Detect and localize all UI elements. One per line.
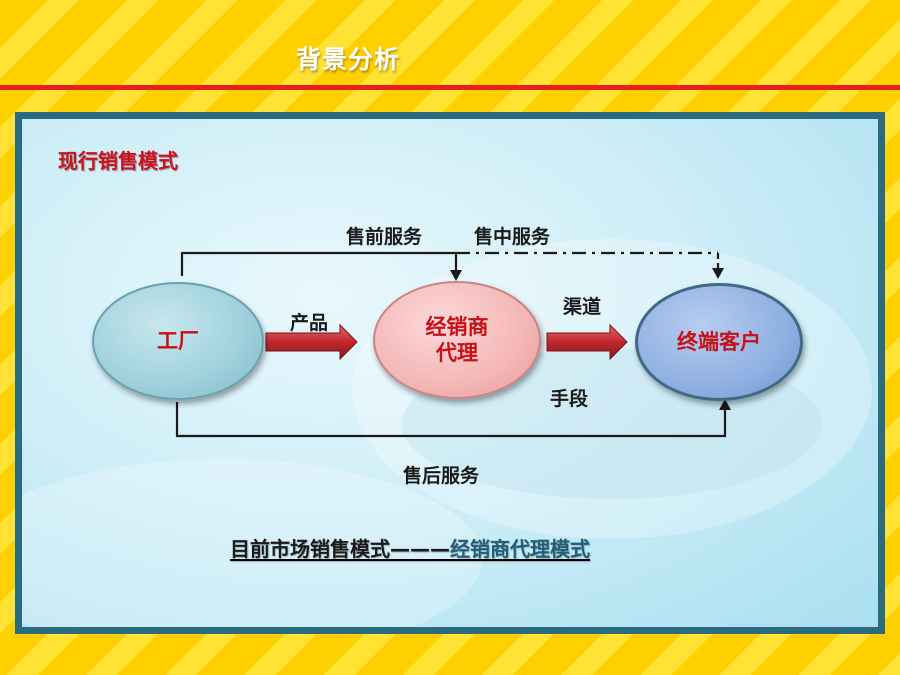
title-divider bbox=[0, 85, 900, 90]
dealer-node: 经销商 代理 bbox=[373, 281, 541, 399]
dealer-label-line1: 经销商 bbox=[425, 314, 489, 339]
caption: 目前市场销售模式———经销商代理模式 bbox=[230, 533, 590, 562]
after-sale-line bbox=[175, 402, 727, 438]
mode-title: 现行销售模式 bbox=[58, 149, 178, 173]
dealer-label-line2: 代理 bbox=[436, 341, 478, 365]
after-sale-label: 售后服务 bbox=[403, 465, 480, 487]
page-title: 背景分析 bbox=[296, 45, 401, 74]
factory-label: 工厂 bbox=[157, 328, 199, 353]
caption-part3: 经销商代理模式 bbox=[450, 537, 590, 561]
channel-label: 渠道 bbox=[563, 296, 602, 318]
in-sale-arrowhead bbox=[712, 268, 724, 279]
pre-sale-label: 售前服务 bbox=[346, 226, 423, 248]
top-service-line bbox=[180, 251, 456, 276]
means-label: 手段 bbox=[550, 388, 589, 410]
product-arrow bbox=[265, 323, 358, 361]
pre-sale-arrowhead bbox=[450, 270, 462, 281]
caption-dashes: ——— bbox=[390, 537, 450, 561]
customer-node: 终端客户 bbox=[635, 283, 803, 401]
channel-arrow bbox=[546, 323, 628, 361]
product-label: 产品 bbox=[290, 312, 329, 334]
in-sale-label: 售中服务 bbox=[474, 226, 551, 248]
after-sale-arrowhead bbox=[719, 399, 731, 410]
factory-node: 工厂 bbox=[92, 282, 264, 400]
caption-part1: 目前市场销售模式 bbox=[230, 537, 390, 561]
customer-label: 终端客户 bbox=[677, 329, 761, 354]
